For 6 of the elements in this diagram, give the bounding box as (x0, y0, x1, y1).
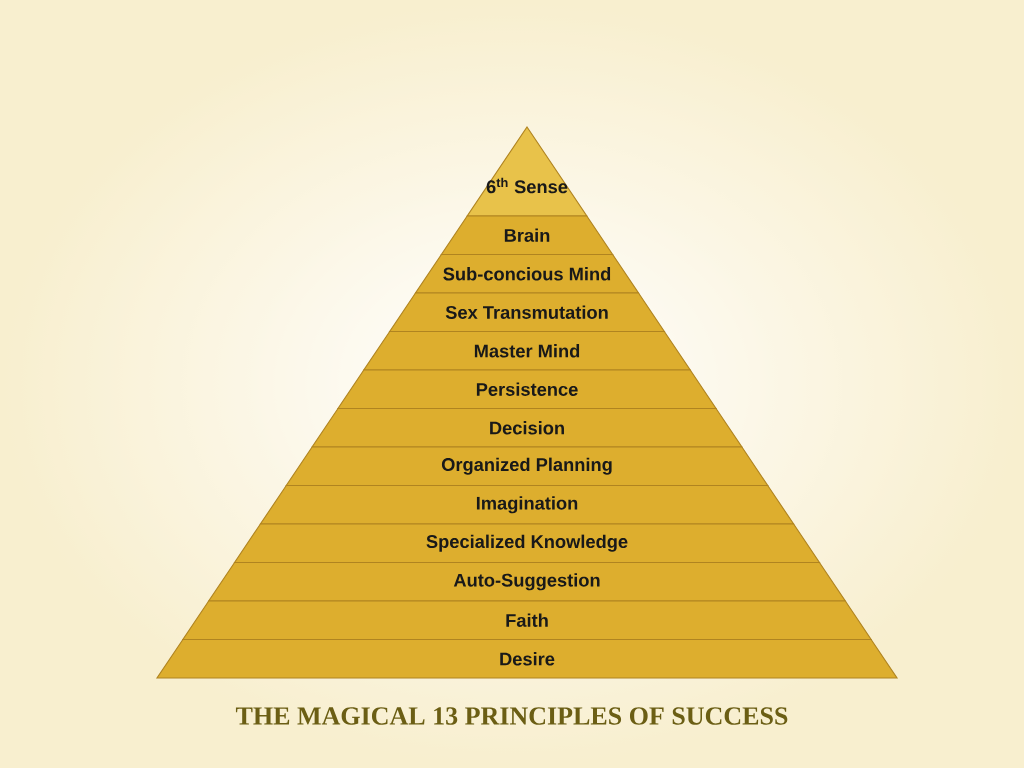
pyramid-band: Organized Planning (285, 446, 769, 487)
pyramid-band: Imagination (259, 484, 795, 525)
caption: THE MAGICAL 13 PRINCIPLES OF SUCCESS (235, 707, 788, 725)
pyramid-band: 6$^{th}$ Sense (466, 126, 588, 217)
pyramid-band: Brain (440, 215, 614, 256)
pyramid-band: Decision (311, 407, 743, 448)
